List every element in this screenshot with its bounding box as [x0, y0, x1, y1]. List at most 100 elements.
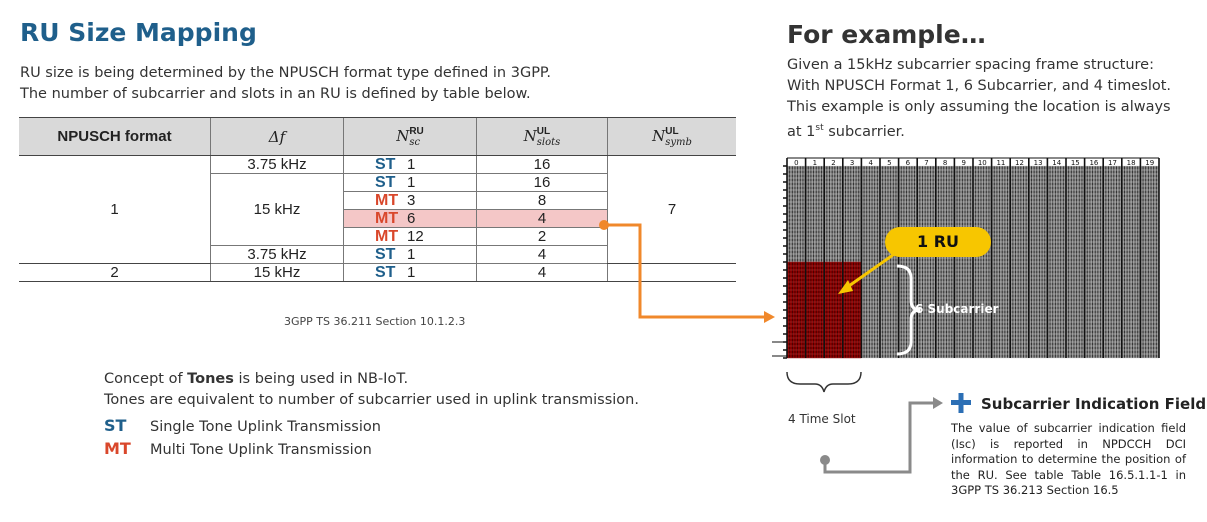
intro-text: RU size is being determined by the NPUSC… [20, 63, 551, 105]
freq-cell: 3.75 kHz [210, 245, 344, 264]
slot-number: 12 [1015, 159, 1024, 167]
orange-arrowhead [764, 311, 775, 323]
timeslot-label: 4 Time Slot [788, 412, 856, 426]
table-row: MT 12 2 [19, 227, 736, 246]
timeslot-brace [786, 371, 862, 393]
example-line-4: at 1st subcarrier. [787, 123, 905, 140]
left-title: RU Size Mapping [20, 18, 257, 47]
grey-arrowhead [933, 397, 943, 409]
tone-tag: MT [375, 192, 399, 209]
slot-number: 0 [794, 159, 798, 167]
tone-tag: ST [375, 246, 396, 263]
slots-cell: 4 [476, 245, 608, 264]
nsc-value: 1 [407, 156, 416, 173]
slot-number: 19 [1145, 159, 1154, 167]
sci-description: The value of subcarrier indication field… [951, 421, 1186, 497]
subcarrier-label: 6 Subcarrier [915, 302, 999, 316]
slot-number: 10 [978, 159, 987, 167]
table-source: 3GPP TS 36.211 Section 10.1.2.3 [284, 315, 466, 328]
example-line-2: With NPUSCH Format 1, 6 Subcarrier, and … [787, 78, 1172, 94]
plus-icon [958, 393, 964, 413]
slot-number: 5 [887, 159, 891, 167]
subcarrier-brace [896, 264, 921, 356]
orange-connector [604, 223, 764, 319]
slot-number: 9 [961, 159, 965, 167]
nsc-cell: ST 1 [343, 173, 477, 192]
slots-cell: 8 [476, 191, 608, 210]
nsc-value: 1 [407, 264, 416, 281]
slot-number: 8 [943, 159, 947, 167]
intro-line-1: RU size is being determined by the NPUSC… [20, 65, 552, 81]
nsc-value: 3 [407, 192, 416, 209]
slot-number: 2 [831, 159, 835, 167]
symb-cell: 7 [607, 155, 736, 264]
slot-number: 6 [906, 159, 911, 167]
slot-number: 7 [924, 159, 928, 167]
sci-title: Subcarrier Indication Field [981, 395, 1207, 413]
table-row: 3.75 kHz ST 1 4 [19, 245, 736, 264]
format-cell: 1 [19, 155, 211, 264]
ru-pointer-line [845, 248, 901, 290]
slot-number: 14 [1052, 159, 1061, 167]
table-row: 2 15 kHz ST 1 4 [19, 263, 736, 282]
slots-cell: 16 [476, 155, 608, 174]
example-text: Given a 15kHz subcarrier spacing frame s… [787, 55, 1171, 143]
slot-number: 13 [1034, 159, 1043, 167]
tone-tag: MT [375, 210, 399, 227]
slots-cell: 2 [476, 227, 608, 246]
slot-number: 11 [996, 159, 1005, 167]
example-line-3: This example is only assuming the locati… [787, 99, 1171, 115]
ru-pointer-arrowhead [838, 280, 853, 294]
concept-text: Concept of Tones is being used in NB-IoT… [104, 369, 639, 411]
tones-line: Tones are equivalent to number of subcar… [104, 392, 639, 408]
slots-cell: 16 [476, 173, 608, 192]
tone-tag: ST [375, 264, 396, 281]
slot-number: 4 [868, 159, 873, 167]
slot-number: 18 [1127, 159, 1136, 167]
right-title: For example… [787, 20, 986, 49]
freq-cell: 15 kHz [210, 263, 344, 282]
slot-number: 15 [1071, 159, 1080, 167]
slot-number: 16 [1089, 159, 1098, 167]
tone-tag: ST [375, 174, 396, 191]
nsc-cell: MT 12 [343, 227, 477, 246]
grey-connector [823, 401, 933, 474]
tone-tag: ST [375, 156, 396, 173]
nsc-value: 1 [407, 174, 416, 191]
header-npusch-format: NPUSCH format [19, 117, 211, 156]
table-row: MT 3 8 [19, 191, 736, 210]
slots-cell: 4 [476, 263, 608, 282]
freq-cell: 3.75 kHz [210, 155, 344, 174]
header-delta-f: Δf [210, 117, 344, 156]
nsc-cell: MT 6 [343, 209, 477, 228]
nsc-value: 1 [407, 246, 416, 263]
nsc-cell: ST 1 [343, 263, 477, 282]
ru-badge: 1 RU [885, 227, 991, 257]
intro-line-2: The number of subcarrier and slots in an… [20, 86, 531, 102]
slot-number: 17 [1108, 159, 1117, 167]
slot-number: 1 [813, 159, 817, 167]
freq-cell: 15 kHz [210, 173, 344, 246]
slot-number: 3 [850, 159, 854, 167]
nsc-value: 12 [407, 228, 424, 245]
nsc-cell: MT 3 [343, 191, 477, 210]
nsc-value: 6 [407, 210, 416, 227]
table-row: 15 kHz ST 1 16 [19, 173, 736, 246]
concept-line: Concept of Tones is being used in NB-IoT… [104, 371, 409, 387]
nsc-cell: ST 1 [343, 245, 477, 264]
nsc-cell: ST 1 [343, 155, 477, 174]
tone-tag: MT [375, 228, 399, 245]
format-cell: 2 [19, 263, 211, 282]
